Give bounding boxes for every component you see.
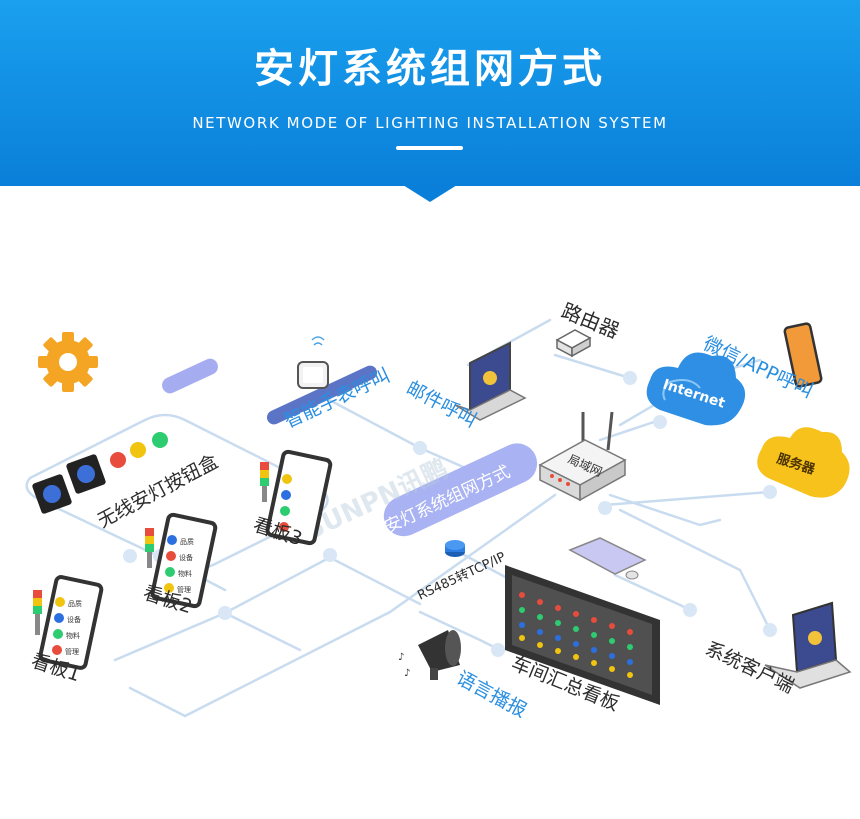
internet-cloud-icon	[646, 352, 746, 426]
board2-item-4: 管理	[177, 585, 191, 594]
svg-text:♪: ♪	[398, 652, 404, 663]
board1-icon: 品质 设备 物料 管理	[33, 575, 104, 670]
email-label: 邮件呼叫	[403, 377, 480, 432]
client-label: 系统客户端	[702, 638, 797, 698]
speaker-icon: ♪ ♪	[398, 630, 461, 680]
smart-watch-icon	[266, 336, 378, 425]
board2-item-3: 物料	[178, 569, 192, 578]
server-cloud-icon	[757, 427, 850, 498]
router-icon	[555, 329, 592, 358]
header-banner	[0, 0, 860, 186]
board1-item-3: 物料	[66, 631, 80, 640]
rs485-converter-icon	[445, 540, 465, 557]
lan-device-icon	[538, 411, 627, 502]
title-underline	[396, 146, 463, 150]
board2-item-1: 品质	[180, 537, 194, 546]
board2-item-2: 设备	[179, 553, 193, 562]
svg-text:♪: ♪	[404, 668, 410, 679]
page-subtitle: NETWORK MODE OF LIGHTING INSTALLATION SY…	[192, 114, 668, 132]
board1-item-1: 品质	[68, 599, 82, 608]
board1-item-2: 设备	[67, 615, 81, 624]
phone-icon	[783, 322, 823, 388]
board3-icon	[260, 449, 333, 546]
page-title: 安灯系统组网方式	[254, 46, 606, 92]
board2-icon: 品质 设备 物料 管理	[145, 512, 218, 609]
decor-pill	[162, 358, 218, 394]
client-laptop-icon	[764, 601, 852, 689]
rs485-label: RS485转TCP/IP	[415, 550, 508, 604]
header-notch	[403, 185, 457, 202]
keyboard-icon	[568, 537, 647, 580]
laptop-icon	[454, 341, 527, 421]
wireless-button-box-icon	[32, 432, 168, 514]
workshop-board-icon	[505, 565, 660, 705]
gear-icon	[38, 332, 98, 392]
board1-item-4: 管理	[65, 647, 79, 656]
network-badge	[383, 443, 538, 537]
